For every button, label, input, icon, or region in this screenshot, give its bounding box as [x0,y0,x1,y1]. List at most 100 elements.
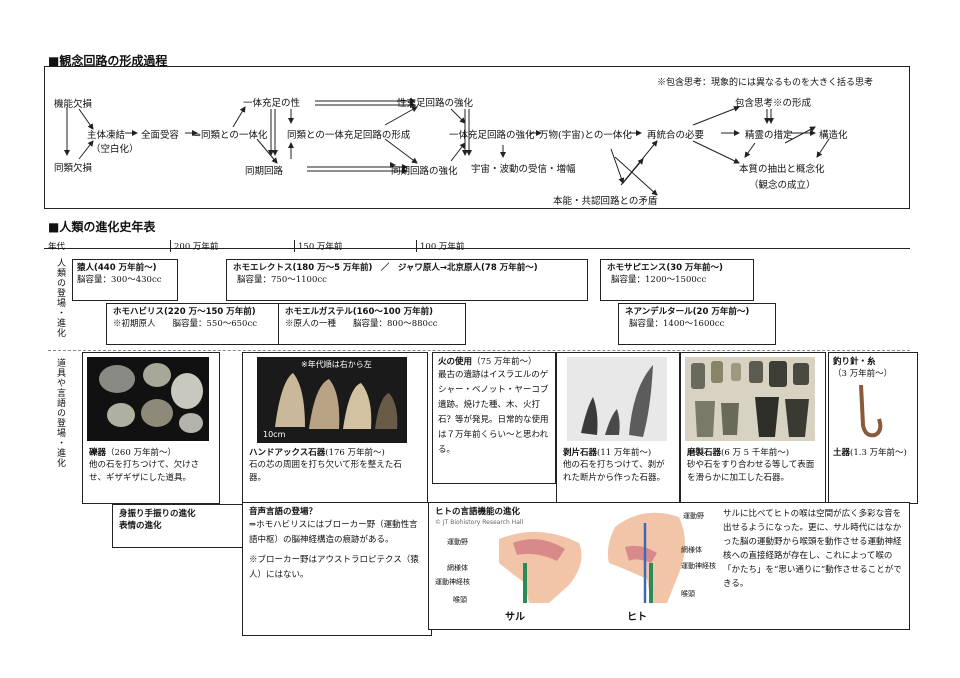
doki-period: (1.3 万年前～) [850,447,907,458]
node-saitougou: 再統合の必要 [647,130,705,141]
gesture-box: 身振り手振りの進化 表情の進化 [112,504,246,548]
species-enjin-name: 猿人(440 万年前～) [77,263,157,273]
side-label-dougu: 道具や言語の登場・進化 [55,358,65,468]
species-homo-sapiens: ホモサピエンス(30 万年前～) 脳容量：1200～1500cc [600,259,754,301]
saru-label-mouyoutai: 網様体 [447,564,468,572]
timeline-axis [44,248,910,249]
hito-label-koutou: 喉頭 [681,590,695,598]
timeline-tick-100: 100 万年前 [416,240,464,252]
node-dourui-ittaika: ⇒同類との一体化 [193,130,268,141]
hito-label-shinkeikaku: 運動神経核 [681,562,716,570]
voice-title: 音声言語の登場？ [249,507,318,517]
species-neanderthal: ネアンデルタール(20 万年前～) 脳容量：1400～1600cc [618,303,776,345]
species-enjin-detail: 脳容量：300～430cc [77,275,162,286]
node-sei-juusoku-kyouka: 性充足回路の強化 [397,98,474,109]
node-ittai-juusoku-kyouka: 一体充足回路の強化 [449,130,535,141]
masei-title: 磨製石器 [687,448,722,458]
node-ittai-juusoku-sei: 一体充足の性 [243,98,301,109]
doki-title: 土器 [833,447,851,458]
divider [48,350,910,351]
masei-photo [685,357,815,441]
node-seirei-sotei: 精霊の措定 [745,130,793,141]
masei-period: (6 万 5 千年前～) [721,448,790,458]
hand-axe-photo: ※年代順は右から左 10cm [257,357,407,443]
lang-desc: サルに比べてヒトの喉は空間が広く多彩な音を出せるようになった。更に、サル時代には… [723,509,902,590]
node-honnou-mujun: 本能・共認回路との矛盾 [553,196,658,207]
hand-axe-desc: 石の芯の周囲を打ち欠いて形を整えた石器。 [249,460,402,483]
node-kannen-seiritsu: （観念の成立） [749,180,816,191]
tool-hand-axe: ※年代順は右から左 10cm ハンドアックス石器(176 万年前～) 石の芯の周… [242,352,428,504]
hakuhen-period: (11 万年前～) [597,448,652,458]
lang-title: ヒトの言語機能の進化 [435,507,521,517]
hakuhen-desc: 他の石を打ちつけて、剥がれた断片から作った石器。 [563,460,666,483]
note-hougan-shikou: ※包含思考：現象的には異なるものを大きく括る思考 [657,78,874,88]
timeline-tick-200: 200 万年前 [170,240,218,252]
node-uchu-hadou: 宇宙・波動の受信・増幅 [471,164,576,175]
species-habilis-name: ホモハビリス(220 万～150 万年前) [113,307,256,317]
fire-desc: 最古の遺跡はイスラエルのゲシャー・ベノット・ヤーコブ遺跡。焼けた種、木、火打石？… [438,370,549,455]
concept-arrows [64,98,830,196]
fishhook-graphic [859,384,883,437]
tsuribari-title: 釣り針・糸 [833,357,876,367]
rekki-stones-graphic [99,363,203,433]
node-zenmen-juyou: 全面受容 [141,130,180,141]
hand-axe-period: (176 万年前～) [325,448,385,458]
hito-label-mouyoutai: 網様体 [681,546,702,554]
saru-label-shinkeikaku: 運動神経核 [435,578,470,586]
masei-graphic [691,361,809,437]
concept-diagram: 機能欠損 同類欠損 主体凍結 （空白化） 全面受容 ⇒同類との一体化 一体充足の… [44,66,910,209]
hakuhen-photo [567,357,667,441]
hand-axe-scale: 10cm [263,430,286,439]
species-sapiens-name: ホモサピエンス(30 万年前～) [607,263,723,273]
timeline-tick-150: 150 万年前 [294,240,342,252]
species-ergaster-detail: ※原人の一種 脳容量：800～880cc [285,319,438,330]
species-erectus-name: ホモエレクトス(180 万～5 万年前) ／ ジャワ原人→北京原人(78 万年前… [233,263,538,273]
timeline-label: 年代 [48,242,66,252]
rekki-title: 礫器 [89,448,107,458]
gesture-line1: 身振り手振りの進化 [119,509,196,519]
section-title-concept: ■観念回路の形成過程 [48,54,168,68]
species-homo-erectus: ホモエレクトス(180 万～5 万年前) ／ ジャワ原人→北京原人(78 万年前… [226,259,588,301]
hakuhen-graphic [581,365,653,437]
rekki-photo [87,357,209,441]
species-enjin: 猿人(440 万年前～) 脳容量：300～430cc [72,259,178,301]
node-dourui-kesson: 同類欠損 [54,163,93,174]
node-dourui-ittai-keisei: 同類との一体充足回路の形成 [287,130,411,141]
node-kouzouka: 構造化 [819,130,848,141]
species-ergaster-name: ホモエルガステル(160～100 万年前) [285,307,433,317]
voice-p2: ※ブローカー野はアウストラロピテクス（猿人）にはない。 [249,555,419,580]
saru-label-undouya: 運動野 [447,538,468,546]
hito-caption: ヒト [627,612,647,623]
fire-title: 火の使用 [438,357,473,367]
section-title-evolution: ■人類の進化史年表 [48,220,156,234]
tool-fire: 火の使用（75 万年前～） 最古の遺跡はイスラエルのゲシャー・ベノット・ヤーコブ… [432,352,556,484]
species-neanderthal-name: ネアンデルタール(20 万年前～) [625,307,750,317]
lang-credit: © JT Biohistory Research Hall [435,519,524,526]
node-honshitsu-chuushutsu: 本質の抽出と概念化 [739,164,825,175]
voice-box: 音声言語の登場？ ⇒ホモハビリスにはブローカー野（運動性言語中枢）の脳神経構造の… [242,502,432,636]
hand-axe-note: ※年代順は右から左 [301,360,372,369]
species-erectus-detail: 脳容量：750～1100cc [237,275,327,286]
node-kuhakuka: （空白化） [91,144,139,155]
hand-axe-title: ハンドアックス石器 [249,448,326,458]
hakuhen-title: 剥片石器 [563,448,598,458]
saru-caption: サル [505,612,525,623]
node-kinou-kesson: 機能欠損 [54,99,93,110]
hand-axe-graphic [275,373,398,429]
language-box: ヒトの言語機能の進化 © JT Biohistory Research Hall… [428,502,910,630]
node-douki-kairo-kyouka: 同期回路の強化 [391,166,458,177]
fire-period: （75 万年前～） [472,357,537,367]
species-homo-habilis: ホモハビリス(220 万～150 万年前) ※初期原人 脳容量：550～650c… [106,303,282,345]
rekki-period: （260 万年前～） [106,448,176,458]
species-sapiens-detail: 脳容量：1200～1500cc [611,275,707,286]
gesture-line2: 表情の進化 [119,521,162,532]
tool-hakuhen: 剥片石器(11 万年前～) 他の石を打ちつけて、剥がれた断片から作った石器。 [556,352,680,504]
node-douki-kairo: 同期回路 [245,166,284,177]
rekki-desc: 他の石を打ちつけて、欠けさせ、ギザギザにした道具。 [89,460,200,483]
side-label-jinrui: 人類の登場・進化 [55,258,65,338]
tsuribari-period: （3 万年前～） [833,369,893,380]
tool-masei: 磨製石器(6 万 5 千年前～) 砂や石をすり合わせる等して表面を滑らかに加工し… [680,352,826,504]
hito-label-undouya: 運動野 [683,512,704,520]
tool-rekki: 礫器（260 万年前～） 他の石を打ちつけて、欠けさせ、ギザギザにした道具。 [82,352,220,504]
saru-label-koutou: 喉頭 [453,596,467,604]
